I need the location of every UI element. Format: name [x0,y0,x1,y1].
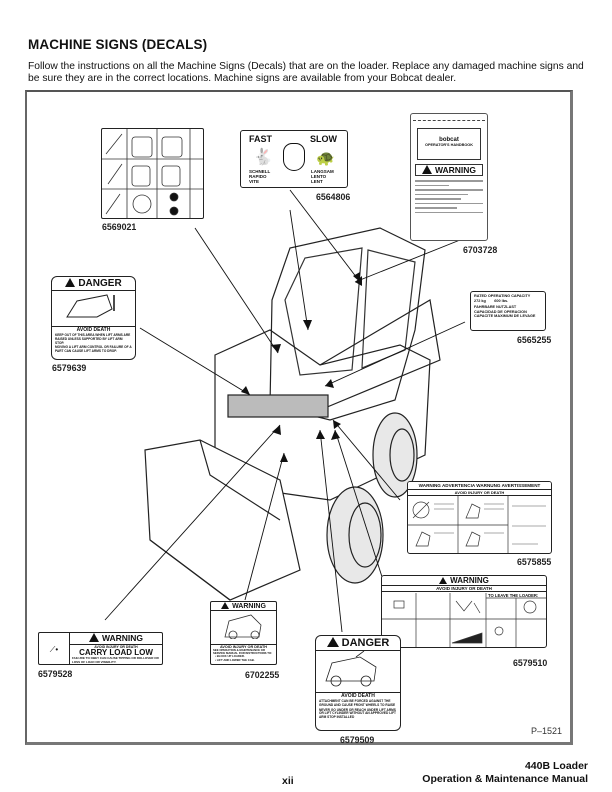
fast-translations: SCHNELL RAPIDO VITE [249,169,271,184]
decal-danger-lift-arms: DANGER AVOID DEATH KEEP OUT OF THIS AREA… [51,276,136,360]
controls-pictograms [102,129,203,218]
multilang-pictograms [408,496,546,553]
leader-arrowheads [241,272,362,462]
decal-speed: FAST SLOW 🐇 🐢 SCHNELL RAPIDO VITE LANGSA… [240,130,348,188]
decal-controls [101,128,204,219]
lift-arm-pictogram [66,294,115,318]
decal-capacity: RATED OPERATING CAPACITY 272 kg 600 lbs.… [470,291,546,331]
throttle-icon [283,143,305,171]
loader-front-deck [227,394,329,418]
loader-bucket [144,439,301,601]
figure-reference: P–1521 [530,726,562,736]
fast-label: FAST [249,134,273,144]
part-number-6569021: 6569021 [102,222,137,232]
part-number-6579510: 6579510 [513,658,548,668]
loader-cab-grid-right [361,249,416,369]
bobcat-logo: bobcat [439,137,459,143]
decal-service-warning: WARNING AVOID INJURY OR DEATH SEE OPERAT… [210,601,277,665]
decal-handbook: bobcat OPERATOR'S HANDBOOK WARNING [410,113,488,241]
loader-cab-grid-left [284,247,363,376]
part-number-6702255: 6702255 [245,670,280,680]
carry-load-low-text: CARRY LOAD LOW [79,648,153,657]
intro-paragraph: Follow the instructions on all the Machi… [28,61,584,84]
service-pictogram [224,614,262,640]
leave-loader-section: TO LEAVE THE LOADER: [488,593,539,598]
part-number-6565255: 6565255 [517,335,552,345]
attachment-pictogram [325,650,377,687]
decal-figure-frame: P–1521 [25,90,573,745]
spiral-binding [413,114,485,121]
leader-lines [104,189,466,633]
carry-pictogram: ⟋• [39,633,70,664]
part-number-6579509: 6579509 [340,735,375,745]
decal-danger-attachment: DANGER AVOID DEATH ATTACHMENT CAN BE FOR… [315,635,401,731]
turtle-icon: 🐢 [316,150,335,167]
page-title: MACHINE SIGNS (DECALS) [28,37,208,52]
loader-lift-arm [319,299,441,411]
part-number-6579639: 6579639 [52,363,87,373]
rabbit-icon: 🐇 [253,149,273,166]
manual-title: 440B Loader Operation & Maintenance Manu… [422,760,588,785]
loader-cab-outline [269,227,426,421]
part-number-6579528: 6579528 [38,669,73,679]
loader-rear-wheel [372,412,418,498]
loader-front-wheel [326,486,384,584]
slow-translations: LANGSAM LENTO LENT [311,169,334,184]
part-number-6703728: 6703728 [463,245,498,255]
handbook-cover: bobcat OPERATOR'S HANDBOOK [417,128,481,160]
decal-carry-load-low: ⟋• WARNING AVOID INJURY OR DEATH CARRY L… [38,632,163,665]
part-number-6575855: 6575855 [517,557,552,567]
handbook-warning: WARNING [415,164,483,176]
danger-header: DANGER [78,278,122,289]
decal-multilang-warning: WARNING ADVERTENCIA WARNUNG AVERTISSEMEN… [407,481,552,554]
slow-label: SLOW [310,134,337,144]
page-number: xii [282,775,294,787]
decal-leave-loader: WARNING AVOID INJURY OR DEATH TO LEAVE T… [381,575,547,648]
leave-loader-pictograms [382,593,546,647]
part-number-6564806: 6564806 [316,192,351,202]
